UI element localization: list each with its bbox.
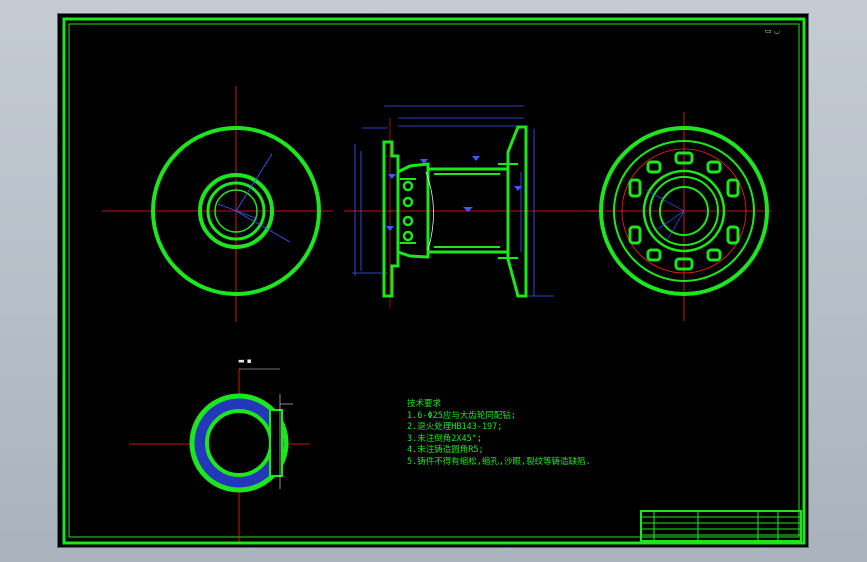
- drawing-canvas: [62, 17, 806, 545]
- cad-viewport[interactable]: ▭ ◡ ▬ ▪ 技术要求 1.6-Φ25应与大齿轮同配钻; 2.退火处理HB14…: [57, 13, 809, 548]
- left-end-view: [102, 86, 333, 322]
- note-line: 5.铸件不得有缩松,缩孔,沙眼,裂纹等铸造缺陷.: [407, 456, 591, 467]
- note-line: 4.未注铸造圆角R5;: [407, 445, 484, 455]
- title-block: [640, 510, 802, 542]
- notes-title: 技术要求: [407, 399, 442, 409]
- detail-view: [129, 368, 310, 542]
- detail-label: ▬ ▪: [238, 357, 252, 365]
- note-line: 3.未注倒角2X45°;: [407, 433, 482, 444]
- center-section-view: [344, 105, 598, 308]
- outer-frame: [62, 17, 806, 545]
- note-line: 2.退火处理HB143-197;: [407, 422, 503, 432]
- corner-mark: ▭ ◡: [765, 27, 780, 35]
- inner-frame: [68, 23, 800, 538]
- right-end-view: [590, 112, 772, 321]
- note-line: 1.6-Φ25应与大齿轮同配钻;: [407, 410, 516, 421]
- technical-requirements: 技术要求 1.6-Φ25应与大齿轮同配钻; 2.退火处理HB143-197; 3…: [407, 399, 591, 468]
